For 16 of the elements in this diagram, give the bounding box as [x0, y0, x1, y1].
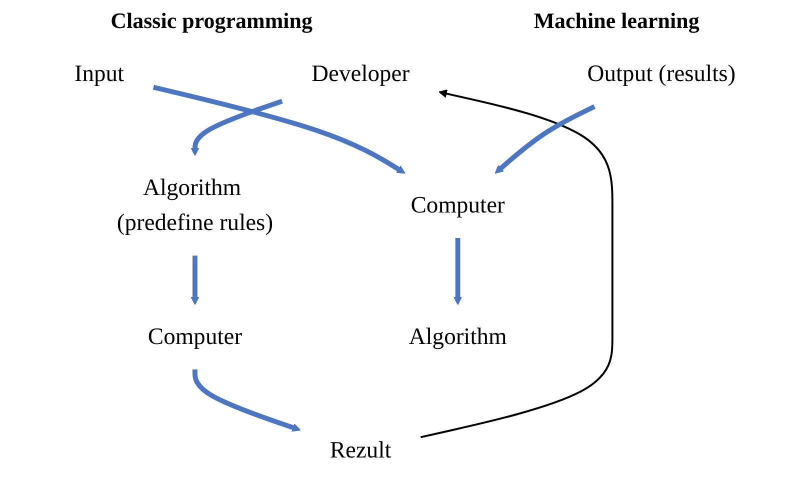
section-heading: Machine learning — [534, 8, 700, 34]
node-text: Developer — [312, 61, 410, 87]
node-text: Computer — [148, 324, 242, 350]
arrow — [420, 89, 614, 438]
node-text: Output (results) — [587, 61, 736, 87]
node-text: Computer — [410, 192, 505, 218]
arrow — [494, 104, 596, 174]
node-text: Algorithm — [408, 324, 507, 350]
section-heading: Classic programming — [110, 8, 312, 34]
arrow — [190, 256, 200, 306]
arrow — [190, 98, 283, 156]
node-text: Algorithm (predefine rules) — [116, 175, 274, 236]
node-text: Rezult — [330, 438, 392, 464]
arrow — [453, 238, 462, 306]
node-text: Input — [74, 61, 124, 87]
arrow — [152, 84, 406, 174]
